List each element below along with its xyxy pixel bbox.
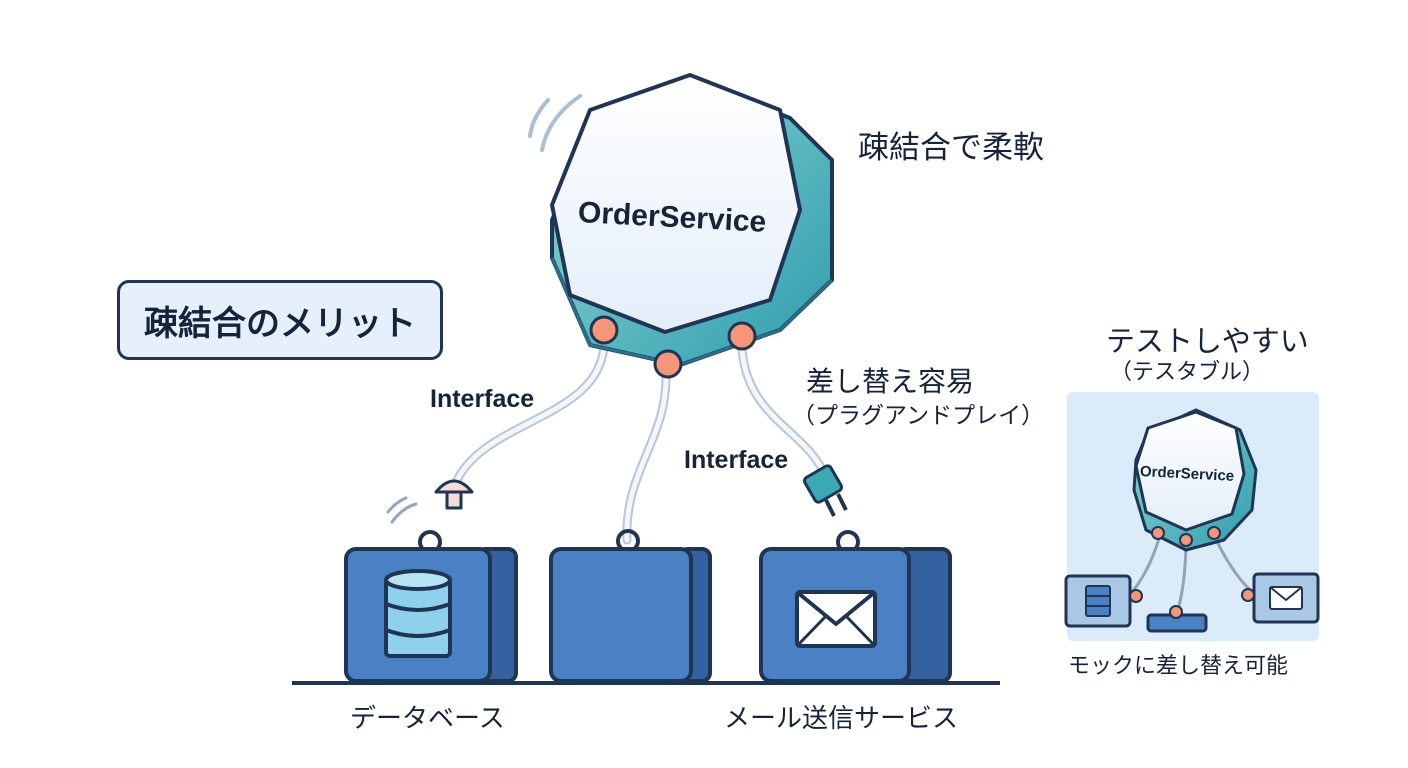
merit-title: 疎結合のメリット <box>144 303 416 344</box>
mail-icon <box>795 590 877 648</box>
database-icon <box>384 569 452 658</box>
order-service-hexagon <box>550 73 834 379</box>
interface-label-left: Interface <box>430 385 535 413</box>
database-box <box>344 530 518 683</box>
cables <box>450 340 831 545</box>
mail-box <box>759 530 952 683</box>
database-label: データベース <box>350 704 505 734</box>
power-plug-icon <box>802 464 848 517</box>
test-panel-artwork <box>1064 392 1320 641</box>
motion-lines <box>528 94 582 152</box>
swap-subtitle: （プラグアンドプレイ） <box>792 403 1045 429</box>
swap-title: 差し替え容易 <box>806 365 975 398</box>
middle-box <box>549 529 712 683</box>
motion-lines <box>386 496 418 524</box>
test-panel-caption: モックに差し替え可能 <box>1068 654 1289 679</box>
plug-icon <box>434 479 474 510</box>
flexible-label: 疎結合で柔軟 <box>858 130 1044 166</box>
test-panel-title: テストしやすい <box>1106 324 1309 358</box>
merit-title-box: 疎結合のメリット <box>117 280 443 360</box>
test-panel-subtitle: （テスタブル） <box>1110 360 1265 385</box>
interface-label-right: Interface <box>684 446 789 474</box>
mail-service-label: メール送信サービス <box>724 704 959 734</box>
